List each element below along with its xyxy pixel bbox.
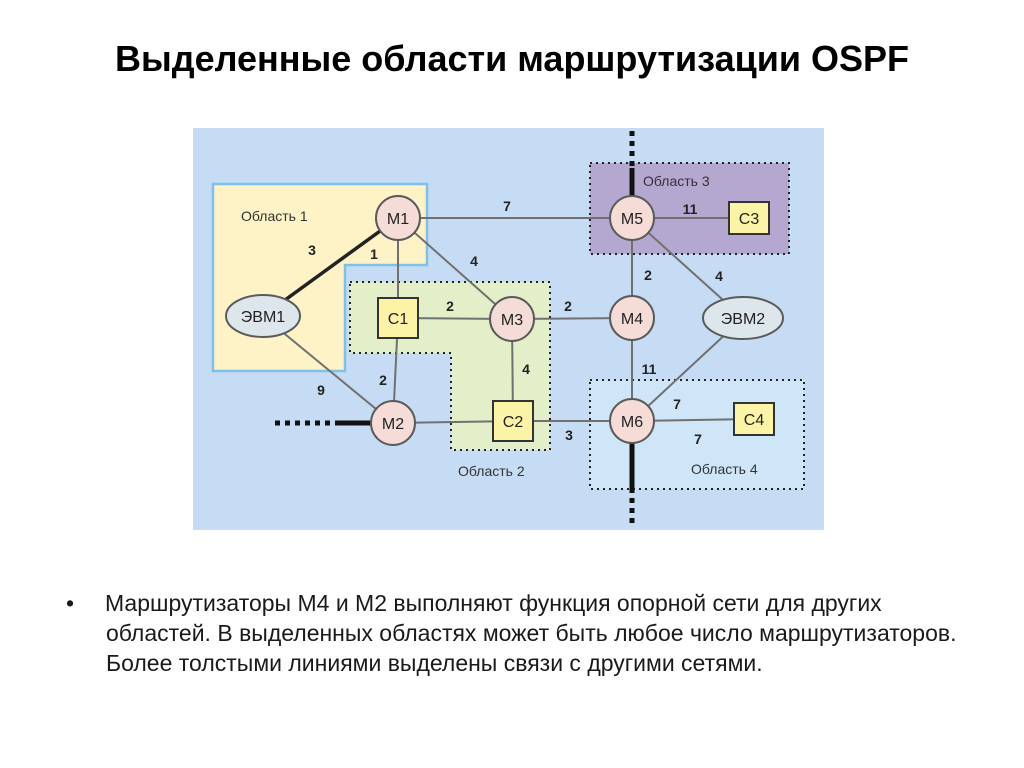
weight-m1-c1: 1 xyxy=(370,246,378,262)
router-m5-label: М5 xyxy=(621,211,643,228)
net-c1-shape xyxy=(377,297,419,339)
net-c4-shape xyxy=(733,402,775,436)
router-m1-shape xyxy=(375,195,421,241)
router-m5-shape xyxy=(609,195,655,241)
weight-m4-m6: 11 xyxy=(642,361,657,377)
net-c4-label: С4 xyxy=(744,412,765,429)
bullet-marker: • xyxy=(66,590,75,616)
hosts: ЭВМ1 ЭВМ2 xyxy=(225,294,784,340)
host-evm2-shape xyxy=(702,296,784,340)
router-m4-shape xyxy=(609,295,655,341)
weights: 7 11 3 1 4 2 4 2 2 2 4 9 11 7 7 3 xyxy=(308,198,723,447)
weight-c1-m2: 2 xyxy=(379,372,387,388)
networks: С1 С2 С3 С4 xyxy=(377,201,775,442)
area-1-label: Область 1 xyxy=(241,208,308,224)
router-m2-label: М2 xyxy=(382,416,404,433)
router-m2-shape xyxy=(370,400,416,446)
router-m3-label: М3 xyxy=(501,312,523,329)
ospf-diagram: 7 11 3 1 4 2 4 2 2 2 4 9 11 7 7 3 Област… xyxy=(193,128,824,530)
net-c3-shape xyxy=(728,201,770,235)
weight-c1-m3: 2 xyxy=(446,298,454,314)
ospf-diagram-svg: 7 11 3 1 4 2 4 2 2 2 4 9 11 7 7 3 Област… xyxy=(193,128,824,530)
weight-evm1-m2: 9 xyxy=(317,382,325,398)
weight-m3-m4: 2 xyxy=(564,298,572,314)
router-m6-shape xyxy=(609,398,655,444)
area-2-label: Область 2 xyxy=(458,463,525,479)
external-links xyxy=(275,131,635,528)
net-c3-label: С3 xyxy=(739,211,760,228)
host-evm2-label: ЭВМ2 xyxy=(721,311,766,328)
host-evm1-label: ЭВМ1 xyxy=(241,309,286,326)
slide-title: Выделенные области маршрутизации OSPF xyxy=(114,38,910,79)
link-m1-m3 xyxy=(397,217,513,320)
bullet-text: Маршрутизаторы М4 и М2 выполняют функция… xyxy=(105,590,957,676)
router-m4-label: М4 xyxy=(621,311,643,328)
weight-m6-evm2: 7 xyxy=(673,396,681,412)
net-c2-label: С2 xyxy=(503,414,524,431)
weight-c2-m6: 3 xyxy=(565,427,573,443)
net-c1-label: С1 xyxy=(388,311,409,328)
area-3-label: Область 3 xyxy=(643,173,710,189)
bullet-list: • Маршрутизаторы М4 и М2 выполняют функц… xyxy=(58,588,978,678)
host-evm1-shape xyxy=(225,294,301,338)
router-m1-label: М1 xyxy=(387,211,409,228)
weight-m1-m5: 7 xyxy=(503,198,511,214)
weight-m3-c2: 4 xyxy=(522,361,530,377)
weight-m5-c3: 11 xyxy=(683,201,698,217)
weight-m6-c4: 7 xyxy=(694,431,702,447)
weight-m1-m3: 4 xyxy=(470,253,478,269)
weight-m1-evm1: 3 xyxy=(308,242,316,258)
weight-m5-m4: 2 xyxy=(644,267,652,283)
area-labels: Область 1 Область 2 Область 3 Область 4 xyxy=(241,173,758,479)
router-m3-shape xyxy=(489,296,535,342)
net-c2-shape xyxy=(492,400,534,442)
routers: М1 М5 М3 М4 М2 М6 xyxy=(370,195,655,446)
router-m6-label: М6 xyxy=(621,414,643,431)
area-4-label: Область 4 xyxy=(691,461,758,477)
weight-m5-evm2: 4 xyxy=(715,268,723,284)
